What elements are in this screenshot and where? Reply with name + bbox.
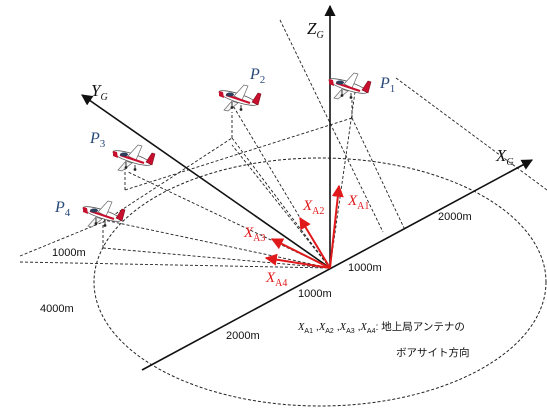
y-axis — [81, 94, 331, 269]
vector-xa4 — [264, 253, 331, 269]
distance-y-4000: 4000m — [40, 303, 74, 315]
z-axis-label: ZG — [307, 19, 324, 41]
aircraft-p3 — [110, 143, 157, 173]
plane-label-p4: P4 — [54, 199, 71, 219]
distance-x-1000: 1000m — [348, 262, 382, 274]
vector-xa1 — [329, 184, 344, 269]
vector-label-xa3: XA3 — [243, 225, 265, 244]
aircraft-p2 — [216, 83, 263, 113]
y-axis-label: YG — [91, 81, 108, 103]
plane-label-p3: P3 — [89, 130, 106, 150]
x-axis-label: XG — [495, 146, 514, 168]
x-axis — [141, 159, 533, 371]
plane-label-p1: P1 — [379, 75, 395, 95]
legend-line-2: ボアサイト方向 — [396, 346, 470, 359]
distance-y-1000-far: 1000m — [52, 247, 86, 259]
vector-label-xa2: XA2 — [302, 198, 324, 217]
vector-label-xa1: XA1 — [347, 193, 369, 212]
legend-line-1: XA1 ,XA2 ,XA3 ,XA4: 地上局アンテナの — [297, 320, 465, 335]
distance-x-2000: 2000m — [438, 211, 472, 223]
ground-range-circle — [93, 157, 547, 407]
distance-y-2000: 2000m — [226, 330, 260, 342]
boresight-vectors — [264, 184, 344, 269]
vector-xa3 — [270, 238, 331, 269]
vector-label-xa4: XA4 — [265, 270, 287, 289]
aircraft-p1 — [326, 71, 373, 101]
vector-xa2 — [299, 216, 331, 269]
guide-lines — [19, 19, 547, 269]
plane-label-p2: P2 — [249, 66, 265, 86]
distance-y-1000-near: 1000m — [298, 288, 332, 300]
